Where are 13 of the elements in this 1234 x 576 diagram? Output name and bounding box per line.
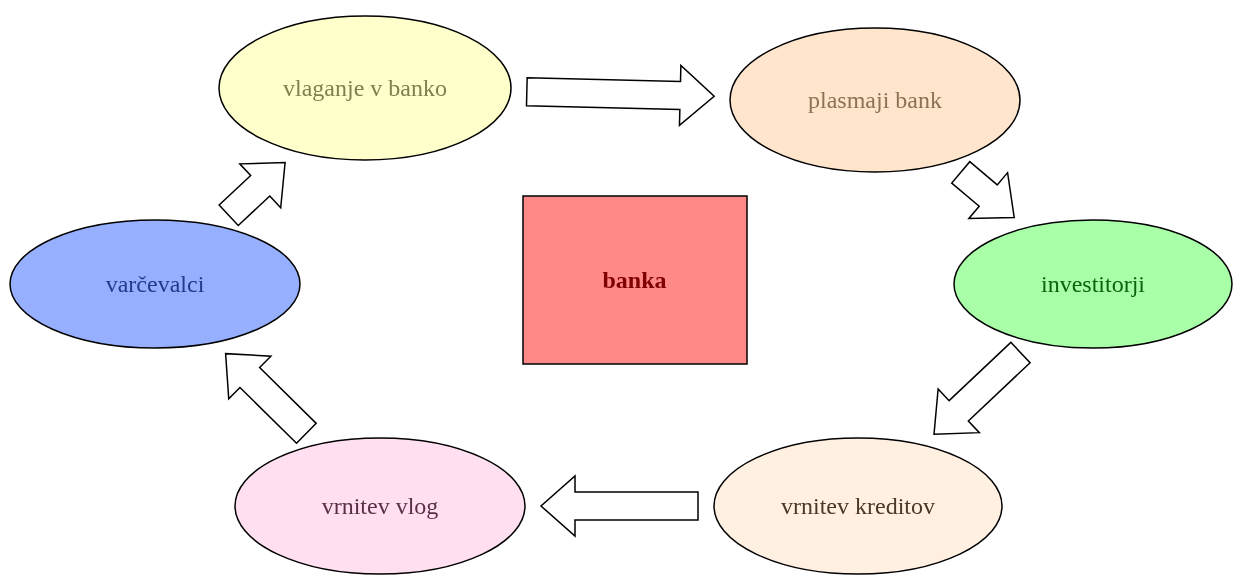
block-arrow [950,160,1016,220]
node-label: banka [602,266,667,294]
node-label: vlaganje v banko [283,74,447,102]
block-arrow [218,161,286,227]
node-label: investitorji [1041,270,1145,298]
block-arrow [525,63,716,128]
node-label: vrnitev vlog [321,492,439,520]
node-label: varčevalci [105,270,205,298]
block-arrow [539,474,699,538]
node-label: vrnitev kreditov [781,492,935,520]
node-label: plasmaji bank [808,86,942,114]
block-arrow [933,341,1032,435]
block-arrow [224,352,318,445]
